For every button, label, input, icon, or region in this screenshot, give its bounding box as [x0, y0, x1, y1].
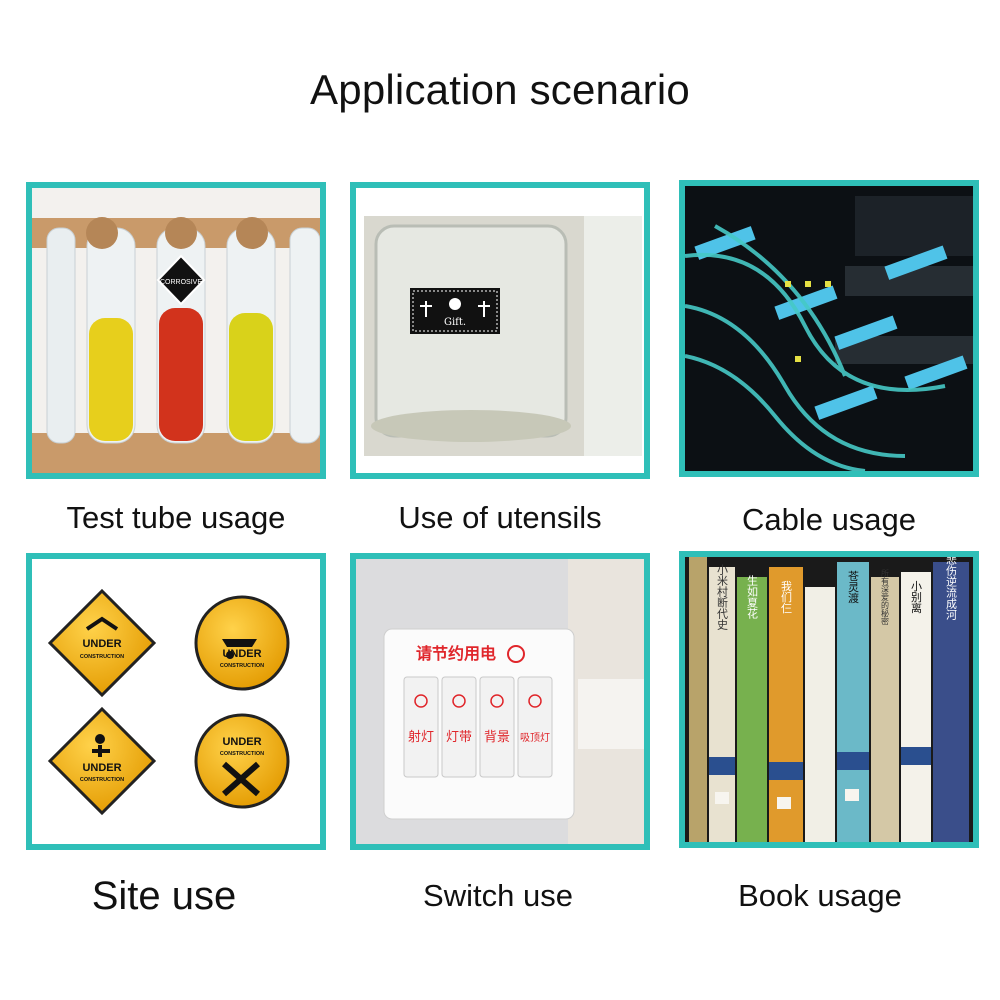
- gift-text: Gift.: [444, 317, 466, 328]
- switch-buttons: 射灯 灯带 背景 吸顶灯: [403, 676, 553, 778]
- switch-photo: 请节约用电 射灯 灯带 背景 吸顶灯: [350, 553, 650, 850]
- utensils-photo: Gift.: [350, 182, 650, 479]
- tube-yellow: [86, 227, 136, 444]
- switch-label-2: 灯带: [446, 730, 472, 745]
- svg-text:CONSTRUCTION: CONSTRUCTION: [80, 654, 124, 660]
- svg-text:UNDER: UNDER: [82, 762, 121, 774]
- caption-switch: Switch use: [423, 878, 573, 913]
- book-photo: 小米村断代史 生如夏花 我们仨 苍灵渡 所有深爱的秘密 小别离 悲伤逆流成河: [679, 551, 979, 848]
- tube-partial: [289, 227, 320, 444]
- caption-test-tube: Test tube usage: [66, 500, 286, 535]
- switch-header-text: 请节约用电: [416, 644, 496, 663]
- switch-label-3: 背景: [484, 730, 510, 745]
- caption-book: Book usage: [738, 878, 902, 913]
- tube-clear: [46, 227, 76, 444]
- diamond-sign-1: UNDER CONSTRUCTION: [47, 588, 157, 698]
- corrosive-text: CORROSIVE: [160, 279, 202, 286]
- book-title-3: 我们仨: [780, 580, 793, 613]
- book-title-4: 苍灵渡: [847, 570, 860, 604]
- book-title-5: 所有深爱的秘密: [881, 568, 890, 626]
- svg-text:CONSTRUCTION: CONSTRUCTION: [220, 663, 264, 669]
- diamond-sign-2: UNDER CONSTRUCTION: [47, 706, 157, 816]
- caption-cable: Cable usage: [741, 502, 917, 537]
- book-title-6: 小别离: [910, 580, 923, 614]
- cable-photo: [679, 180, 979, 477]
- corrosive-label: CORROSIVE: [156, 254, 206, 306]
- caption-utensils: Use of utensils: [398, 500, 602, 535]
- switch-label-4: 吸顶灯: [520, 732, 550, 744]
- book-title-7: 悲伤逆流成河: [945, 557, 958, 620]
- round-sign-1: UNDER CONSTRUCTION: [194, 595, 290, 691]
- page-title: Application scenario: [310, 66, 690, 113]
- test-tube-photo: CORROSIVE: [26, 182, 326, 479]
- round-sign-2: UNDER CONSTRUCTION: [194, 713, 290, 809]
- site-signs-photo: UNDER CONSTRUCTION UNDER CONSTRUCTION UN…: [26, 553, 326, 850]
- svg-text:UNDER: UNDER: [222, 736, 261, 748]
- book-title-1: 小米村断代史: [716, 564, 729, 631]
- tube-yellow-2: [226, 227, 276, 444]
- book-title-2: 生如夏花: [746, 574, 759, 619]
- svg-text:CONSTRUCTION: CONSTRUCTION: [220, 751, 264, 757]
- switch-label-1: 射灯: [408, 729, 434, 745]
- caption-site: Site use: [91, 874, 237, 918]
- svg-text:UNDER: UNDER: [82, 638, 121, 650]
- gift-label: Gift.: [410, 288, 500, 334]
- svg-text:CONSTRUCTION: CONSTRUCTION: [80, 777, 124, 783]
